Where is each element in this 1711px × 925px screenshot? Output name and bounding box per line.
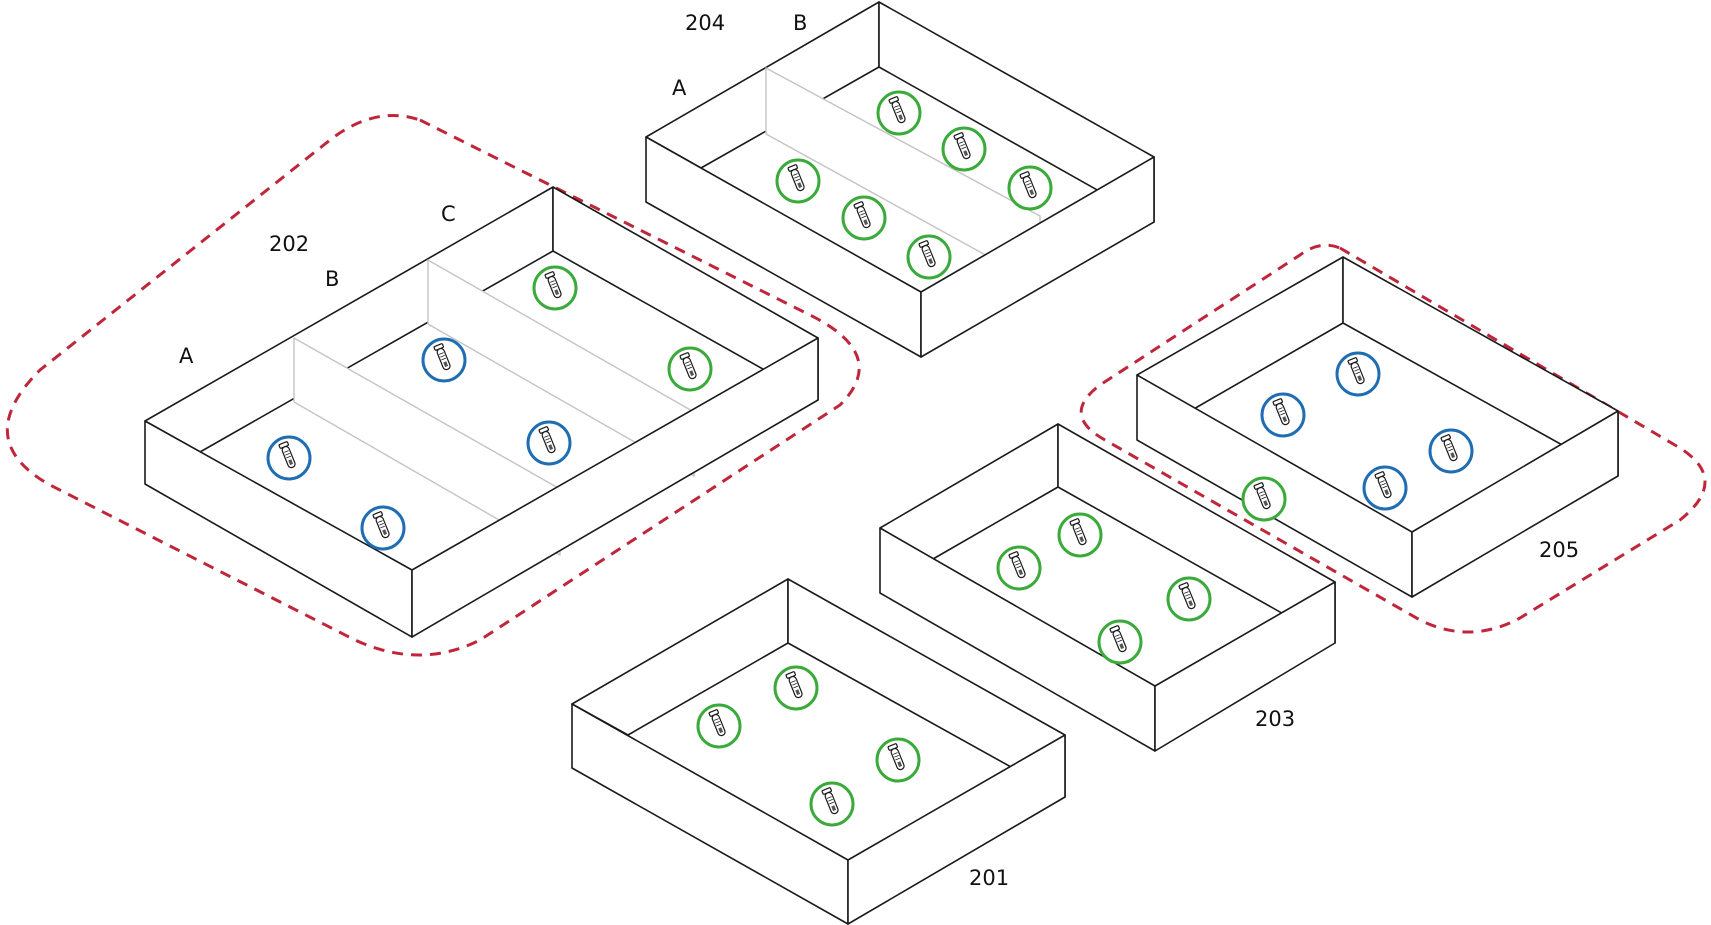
group-outline-202 (5, 114, 861, 657)
sample-marker[interactable] (876, 90, 922, 136)
sample-marker[interactable] (841, 195, 887, 241)
tray-205-front-wall (1411, 410, 1619, 598)
tray-201-back-wall (571, 578, 789, 736)
tray-202-divider-bc (427, 259, 695, 477)
sample-marker[interactable] (526, 420, 572, 466)
sample-marker[interactable] (696, 703, 742, 749)
section-label-204-a: A (672, 76, 687, 100)
sample-marker[interactable] (1241, 476, 1287, 522)
tray-203-front-wall (1154, 581, 1336, 752)
tray-204 (645, 1, 1155, 358)
tray-204-front-wall (920, 156, 1155, 358)
tray-201-front-wall (847, 734, 1066, 925)
tray-205-back-wall (1136, 256, 1344, 411)
sample-marker[interactable] (421, 337, 467, 383)
sample-marker[interactable] (1260, 392, 1306, 438)
sample-marker[interactable] (266, 435, 312, 481)
sample-marker[interactable] (532, 265, 578, 311)
sample-marker[interactable] (1097, 619, 1143, 665)
sample-marker[interactable] (996, 545, 1042, 591)
section-label-202-c: C (441, 202, 456, 226)
sample-marker[interactable] (360, 505, 406, 551)
tray-205 (1136, 256, 1619, 598)
tray-label-203: 203 (1255, 707, 1295, 731)
tray-label-204: 204 (685, 11, 725, 35)
section-label-204-b: B (793, 11, 807, 35)
tray-202-front-wall (411, 337, 819, 638)
tray-202-divider-ab (293, 337, 561, 556)
sample-marker[interactable] (775, 158, 821, 204)
tray-label-205: 205 (1539, 538, 1579, 562)
tray-202 (144, 186, 819, 638)
tray-203-back-wall (879, 423, 1059, 560)
sample-marker[interactable] (906, 234, 952, 280)
section-label-202-a: A (179, 344, 194, 368)
sample-marker[interactable] (875, 737, 921, 783)
sample-marker[interactable] (1057, 512, 1103, 558)
section-label-202-b: B (325, 267, 339, 291)
tray-203 (879, 423, 1336, 752)
sample-marker[interactable] (1335, 351, 1381, 397)
sample-marker[interactable] (1362, 465, 1408, 511)
sample-marker[interactable] (809, 781, 855, 827)
sample-marker[interactable] (667, 346, 713, 392)
sample-marker[interactable] (1007, 165, 1053, 211)
sample-marker[interactable] (941, 126, 987, 172)
group-outline-205 (1079, 243, 1707, 634)
tray-201 (571, 578, 1066, 925)
sample-marker[interactable] (1166, 576, 1212, 622)
sample-marker[interactable] (773, 665, 819, 711)
tray-label-202: 202 (269, 232, 309, 256)
tray-label-201: 201 (969, 866, 1009, 890)
sample-marker[interactable] (1428, 428, 1474, 474)
